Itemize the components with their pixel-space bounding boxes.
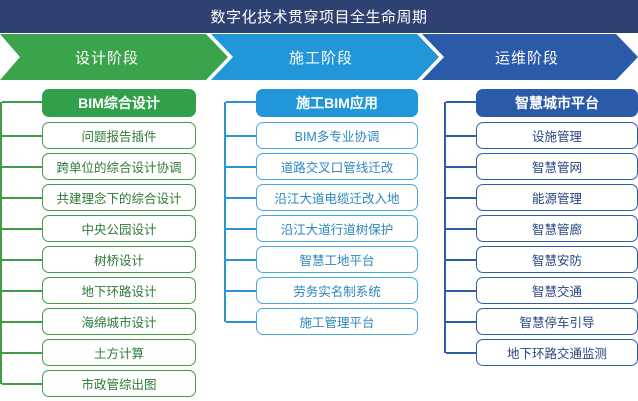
item-construction-3[interactable]: 沿江大道行道树保护 <box>256 215 418 242</box>
column-header-construction[interactable]: 施工BIM应用 <box>256 89 418 117</box>
list-item: 树桥设计 <box>0 246 200 273</box>
connector-line <box>226 321 256 323</box>
column-head-row-construction: 施工BIM应用 <box>224 88 420 118</box>
list-item: 智慧停车引导 <box>444 308 638 335</box>
list-item: 问题报告插件 <box>0 122 200 149</box>
list-item: 智慧工地平台 <box>224 246 420 273</box>
list-item: 劳务实名制系统 <box>224 277 420 304</box>
connector-line <box>2 290 42 292</box>
list-item: 土方计算 <box>0 339 200 366</box>
item-design-4[interactable]: 树桥设计 <box>42 246 196 273</box>
connector-line <box>2 101 42 103</box>
item-operation-7[interactable]: 地下环路交通监测 <box>476 339 638 366</box>
item-operation-6[interactable]: 智慧停车引导 <box>476 308 638 335</box>
list-item: 智慧交通 <box>444 277 638 304</box>
item-construction-5[interactable]: 劳务实名制系统 <box>256 277 418 304</box>
list-item: 能源管理 <box>444 184 638 211</box>
column-header-operation[interactable]: 智慧城市平台 <box>476 89 638 117</box>
connector-line <box>226 290 256 292</box>
connector-line <box>446 352 476 354</box>
column-spine-operation <box>444 102 446 353</box>
item-design-2[interactable]: 共建理念下的综合设计 <box>42 184 196 211</box>
connector-line <box>226 135 256 137</box>
list-item: 智慧安防 <box>444 246 638 273</box>
stage-label-construction: 施工阶段 <box>288 49 353 67</box>
stage-arrow-design[interactable]: 设计阶段 <box>0 34 228 80</box>
stage-label-operation: 运维阶段 <box>494 49 559 67</box>
column-spine-construction <box>224 102 226 322</box>
stage-arrow-operation[interactable]: 运维阶段 <box>422 34 638 80</box>
connector-line <box>446 166 476 168</box>
connector-line <box>226 259 256 261</box>
list-item: 设施管理 <box>444 122 638 149</box>
list-item: 智慧管网 <box>444 153 638 180</box>
item-operation-3[interactable]: 智慧管廊 <box>476 215 638 242</box>
list-item: 中央公园设计 <box>0 215 200 242</box>
connector-line <box>226 197 256 199</box>
item-design-6[interactable]: 海绵城市设计 <box>42 308 196 335</box>
item-design-7[interactable]: 土方计算 <box>42 339 196 366</box>
list-item: BIM多专业协调 <box>224 122 420 149</box>
connector-line <box>2 197 42 199</box>
item-design-5[interactable]: 地下环路设计 <box>42 277 196 304</box>
list-item: 市政管综出图 <box>0 370 200 397</box>
item-operation-2[interactable]: 能源管理 <box>476 184 638 211</box>
connector-line <box>226 228 256 230</box>
connector-line <box>446 197 476 199</box>
connector-line <box>446 101 476 103</box>
connector-line <box>226 166 256 168</box>
item-operation-0[interactable]: 设施管理 <box>476 122 638 149</box>
item-construction-6[interactable]: 施工管理平台 <box>256 308 418 335</box>
connector-line <box>226 101 256 103</box>
column-design: BIM综合设计 问题报告插件 跨单位的综合设计协调 共建理念下的综合设计 中央公… <box>0 88 200 401</box>
list-item: 海绵城市设计 <box>0 308 200 335</box>
column-header-design[interactable]: BIM综合设计 <box>42 89 196 117</box>
list-item: 跨单位的综合设计协调 <box>0 153 200 180</box>
item-construction-0[interactable]: BIM多专业协调 <box>256 122 418 149</box>
connector-line <box>2 135 42 137</box>
column-head-row-operation: 智慧城市平台 <box>444 88 638 118</box>
list-item: 共建理念下的综合设计 <box>0 184 200 211</box>
item-design-8[interactable]: 市政管综出图 <box>42 370 196 397</box>
item-design-1[interactable]: 跨单位的综合设计协调 <box>42 153 196 180</box>
column-head-row-design: BIM综合设计 <box>0 88 200 118</box>
diagram-title-bar: 数字化技术贯穿项目全生命周期 <box>0 0 638 33</box>
column-construction: 施工BIM应用 BIM多专业协调 道路交叉口管线迁改 沿江大道电缆迁改入地 沿江… <box>224 88 420 339</box>
item-design-0[interactable]: 问题报告插件 <box>42 122 196 149</box>
item-operation-4[interactable]: 智慧安防 <box>476 246 638 273</box>
list-item: 施工管理平台 <box>224 308 420 335</box>
page-title: 数字化技术贯穿项目全生命周期 <box>210 9 428 26</box>
stage-label-design: 设计阶段 <box>74 49 139 67</box>
item-operation-5[interactable]: 智慧交通 <box>476 277 638 304</box>
connector-line <box>446 259 476 261</box>
list-item: 地下环路设计 <box>0 277 200 304</box>
list-item: 智慧管廊 <box>444 215 638 242</box>
item-construction-1[interactable]: 道路交叉口管线迁改 <box>256 153 418 180</box>
column-spine-design <box>0 102 2 384</box>
connector-line <box>2 259 42 261</box>
connector-line <box>446 228 476 230</box>
connector-line <box>446 135 476 137</box>
stage-arrow-strip: 设计阶段 施工阶段 运维阶段 <box>0 34 638 80</box>
connector-line <box>446 321 476 323</box>
connector-line <box>2 228 42 230</box>
list-item: 地下环路交通监测 <box>444 339 638 366</box>
connector-line <box>2 383 42 385</box>
connector-line <box>2 166 42 168</box>
list-item: 沿江大道行道树保护 <box>224 215 420 242</box>
column-operation: 智慧城市平台 设施管理 智慧管网 能源管理 智慧管廊 智慧安防 智慧交通 智 <box>444 88 638 370</box>
item-construction-4[interactable]: 智慧工地平台 <box>256 246 418 273</box>
item-construction-2[interactable]: 沿江大道电缆迁改入地 <box>256 184 418 211</box>
item-operation-1[interactable]: 智慧管网 <box>476 153 638 180</box>
connector-line <box>2 352 42 354</box>
list-item: 沿江大道电缆迁改入地 <box>224 184 420 211</box>
item-design-3[interactable]: 中央公园设计 <box>42 215 196 242</box>
connector-line <box>2 321 42 323</box>
connector-line <box>446 290 476 292</box>
stage-arrow-construction[interactable]: 施工阶段 <box>211 34 439 80</box>
list-item: 道路交叉口管线迁改 <box>224 153 420 180</box>
